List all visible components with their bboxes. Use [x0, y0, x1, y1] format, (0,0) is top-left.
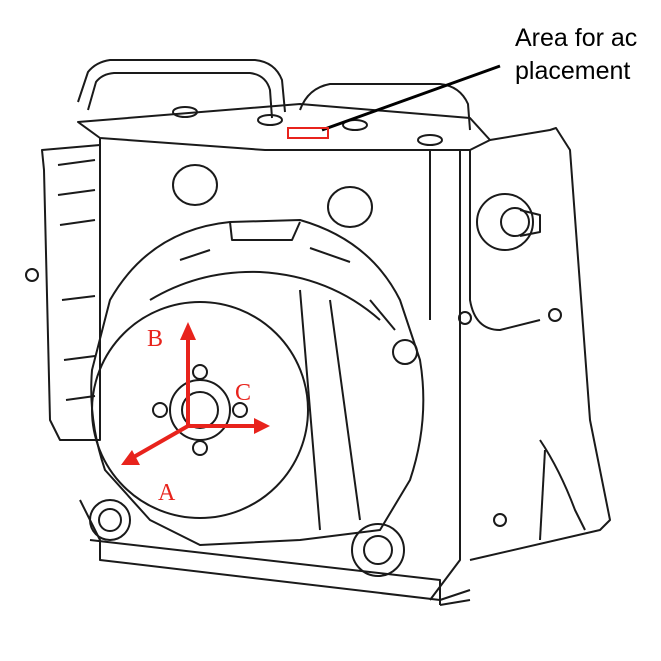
placement-area-marker — [287, 127, 329, 139]
callout-leader-line — [321, 64, 501, 132]
axis-a-arrow — [131, 424, 189, 460]
axis-b-arrowhead — [180, 322, 196, 340]
callout-line-1: Area for ac — [515, 24, 638, 52]
callout-text: Area for ac placement — [515, 22, 637, 88]
axis-a-arrowhead — [121, 450, 140, 465]
callout-line-2: placement — [515, 57, 631, 85]
axis-b-label: B — [147, 326, 163, 352]
housing-outline — [25, 59, 611, 606]
axis-a-label: A — [158, 480, 176, 506]
coordinate-axes: B C A — [121, 322, 270, 506]
axis-c-label: C — [235, 380, 251, 406]
axis-c-arrowhead — [254, 418, 270, 434]
